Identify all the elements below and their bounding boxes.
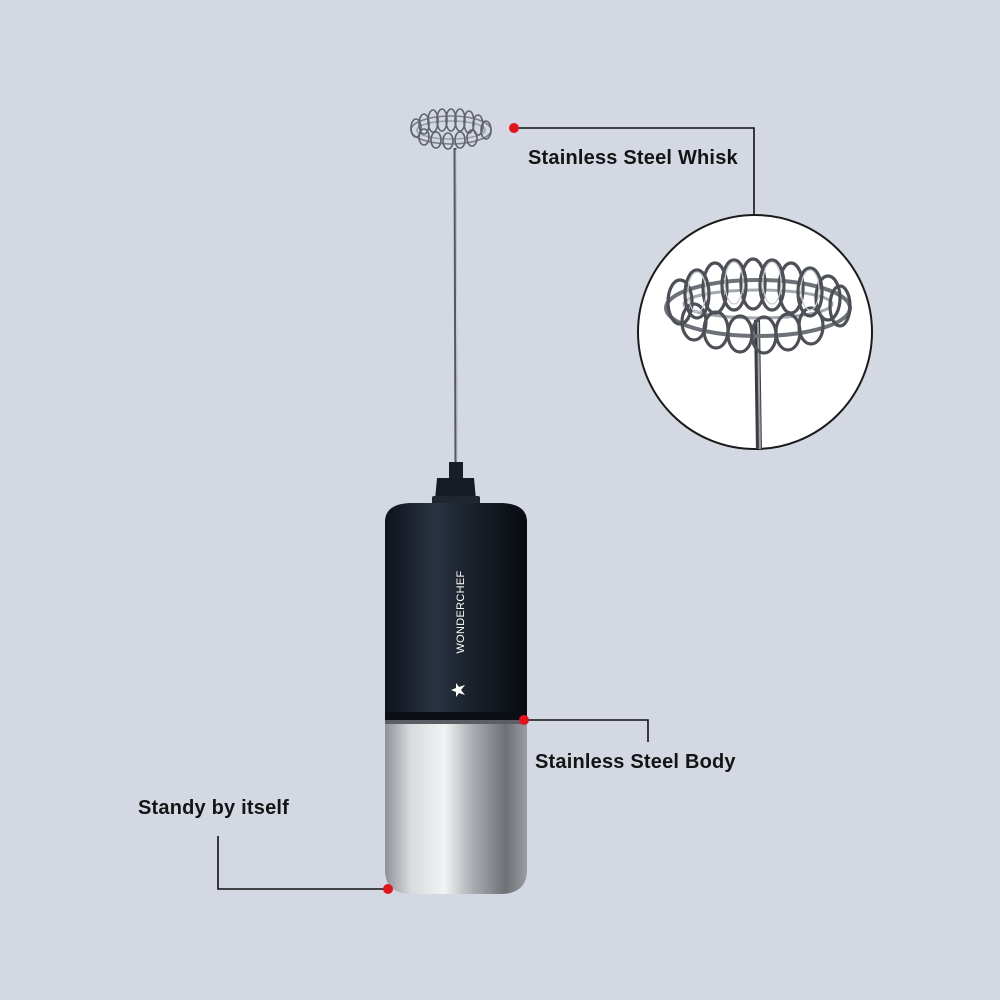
- marker-dot-stand: [383, 884, 393, 894]
- leader-lines: [217, 127, 755, 890]
- callout-stand-label: Standy by itself: [138, 797, 290, 819]
- brand-logo: [451, 683, 465, 697]
- marker-dot-body: [519, 715, 529, 725]
- brand-name-text: WONDERCHEF: [455, 570, 467, 654]
- handle-steel: [385, 720, 527, 894]
- marker-dot-whisk: [509, 123, 519, 133]
- whisk-coil: [410, 108, 492, 150]
- zoom-whisk: [664, 257, 852, 449]
- handle-black: [385, 503, 527, 720]
- callout-whisk-label: Stainless Steel Whisk: [528, 147, 738, 169]
- callout-body-label: Stainless Steel Body: [535, 751, 736, 773]
- whisk-shaft: [453, 147, 458, 471]
